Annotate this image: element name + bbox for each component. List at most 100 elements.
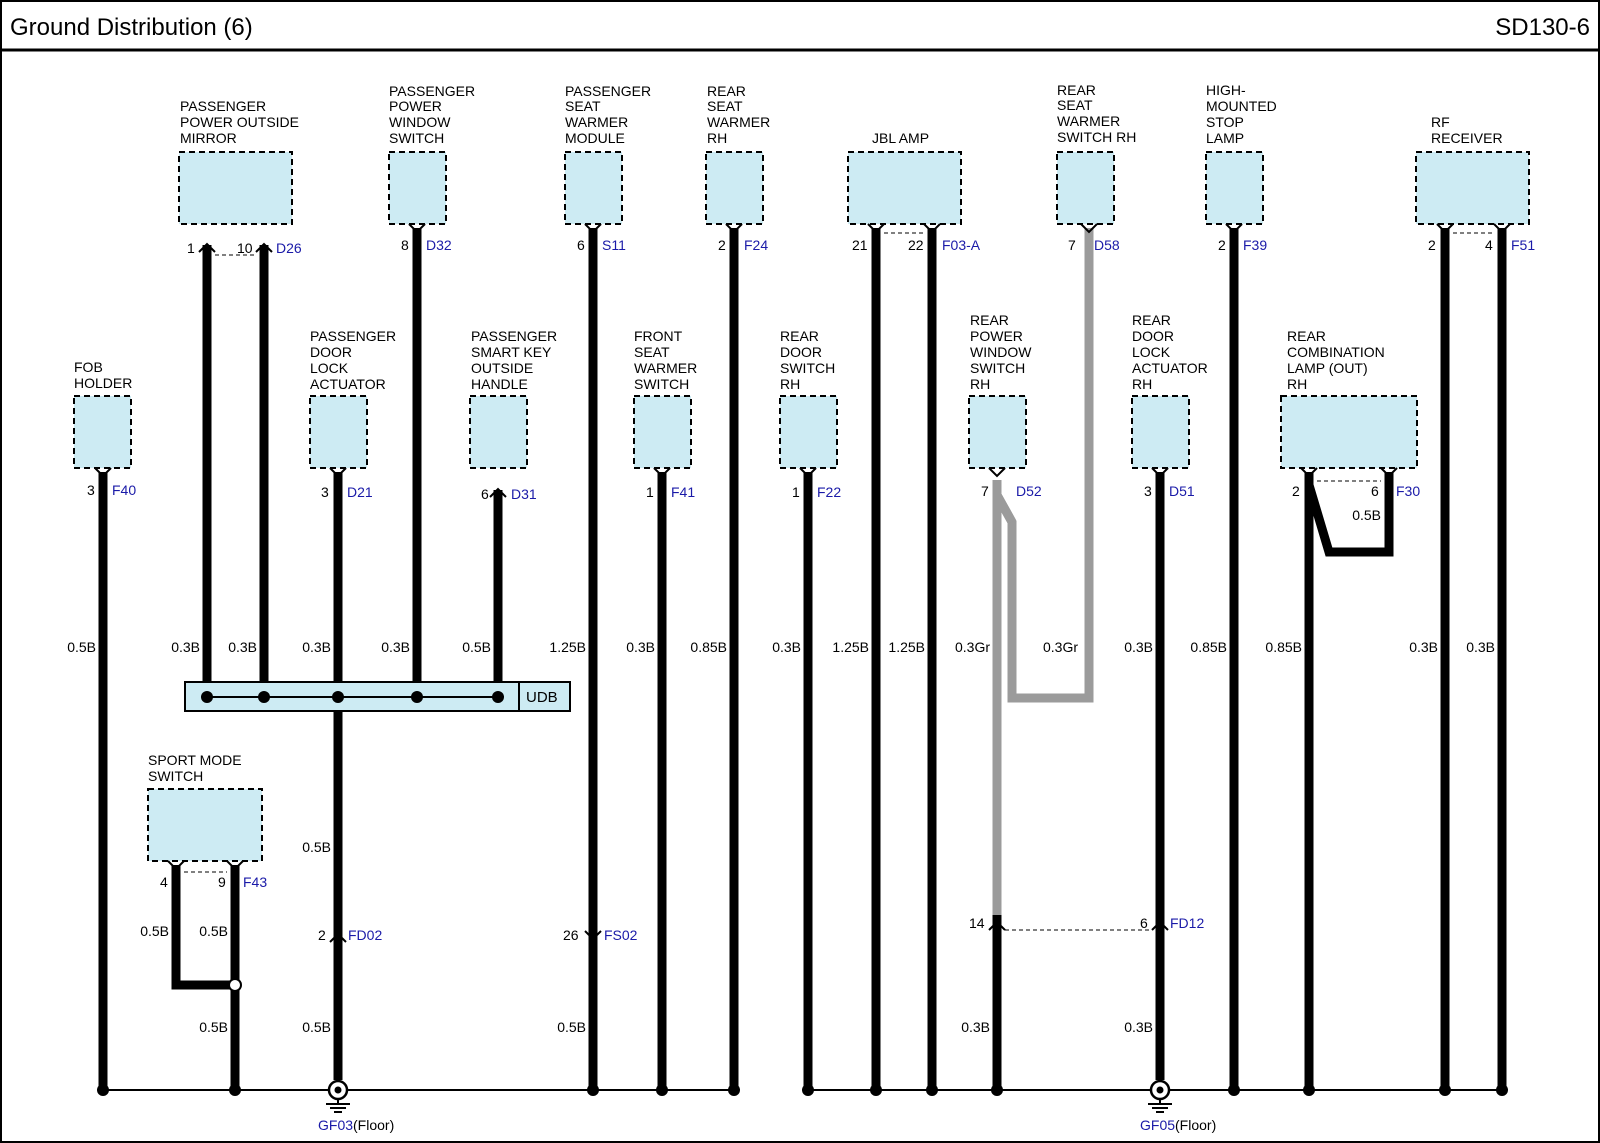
terminal-s11-6 — [584, 223, 602, 234]
label-line: SEAT — [707, 98, 743, 114]
label-line: SWITCH — [148, 768, 203, 784]
bus-node — [870, 1084, 882, 1096]
label-line: STOP — [1206, 114, 1244, 130]
pin-number: 2 — [1292, 483, 1300, 499]
bus-node — [1496, 1084, 1508, 1096]
splice-sport-mode — [228, 978, 242, 992]
label-rear-seat-warmer-rh: REAR SEAT WARMER RH — [707, 83, 774, 146]
box-rf-receiver — [1415, 151, 1530, 225]
terminal-f24-2 — [725, 223, 743, 234]
label-line: OUTSIDE — [471, 360, 533, 376]
label-line: HIGH- — [1206, 82, 1246, 98]
label-line: LOCK — [310, 360, 349, 376]
label-sport-mode-switch: SPORT MODE SWITCH — [148, 752, 246, 784]
terminal-d58-7 — [1080, 223, 1098, 234]
ground-id: GF03 — [318, 1117, 353, 1133]
connector-id: S11 — [602, 237, 626, 253]
wire-label: 0.85B — [1190, 639, 1227, 655]
label-rear-door-switch-rh: REAR DOOR SWITCH RH — [780, 328, 839, 392]
label-line: DOOR — [310, 344, 352, 360]
ground-id: GF05 — [1140, 1117, 1175, 1133]
wire-label: 0.85B — [1265, 639, 1302, 655]
box-passenger-seat-warmer-module — [564, 151, 623, 225]
udb-node-3 — [332, 691, 344, 703]
ground-label-gf05: GF05(Floor) — [1140, 1117, 1216, 1133]
wire-label: 0.3B — [1124, 639, 1153, 655]
pin-number: 21 — [852, 237, 868, 253]
pin-number: 6 — [481, 486, 489, 502]
ground-point-core — [1156, 1086, 1164, 1094]
label-line: MIRROR — [180, 130, 237, 146]
wire-label: 0.5B — [199, 923, 228, 939]
wires — [98, 228, 1507, 1090]
terminal-f43-9 — [226, 860, 244, 871]
connector-ties — [184, 232, 1494, 931]
label-line: WARMER — [707, 114, 770, 130]
label-front-seat-warmer-switch: FRONT SEAT WARMER SWITCH — [634, 328, 701, 392]
connector-id: F03-A — [942, 237, 981, 253]
bus-node — [802, 1084, 814, 1096]
terminal-f30-2 — [1300, 467, 1318, 478]
label-line: LAMP (OUT) — [1287, 360, 1368, 376]
box-passenger-door-lock-actuator — [309, 395, 368, 469]
label-passenger-power-outside-mirror: PASSENGER POWER OUTSIDE MIRROR — [180, 98, 303, 146]
label-line: PASSENGER — [180, 98, 266, 114]
terminal-f40-3 — [94, 467, 112, 478]
box-jbl-amp — [847, 151, 962, 225]
udb-node-5 — [492, 691, 504, 703]
connector-id: D58 — [1094, 237, 1120, 253]
ground-bus-nodes — [97, 1084, 1508, 1096]
pin-number: 2 — [318, 927, 326, 943]
label-jbl-amp: JBL AMP — [872, 130, 929, 146]
connector-id: D26 — [276, 240, 302, 256]
connector-id: D52 — [1016, 483, 1042, 499]
label-line: PASSENGER — [310, 328, 396, 344]
label-line: RH — [970, 376, 990, 392]
connector-id: FD12 — [1170, 915, 1204, 931]
label-line: RH — [1132, 376, 1152, 392]
pin-number: 3 — [87, 482, 95, 498]
label-line: JBL AMP — [872, 130, 929, 146]
label-rf-receiver: RF RECEIVER — [1431, 114, 1503, 146]
connector-id: FD02 — [348, 927, 382, 943]
udb-label-box — [518, 681, 571, 712]
pin-number: 22 — [908, 237, 924, 253]
pin-number: 1 — [792, 484, 800, 500]
wire-label: 0.85B — [690, 639, 727, 655]
label-rear-seat-warmer-switch-rh: REAR SEAT WARMER SWITCH RH — [1057, 82, 1136, 145]
label-line: COMBINATION — [1287, 344, 1385, 360]
connector-id: FS02 — [604, 927, 638, 943]
terminal-d21-3 — [329, 467, 347, 478]
box-rear-seat-warmer-switch-rh — [1056, 151, 1115, 225]
page-code: SD130-6 — [1495, 14, 1590, 41]
ground-label-gf03: GF03(Floor) — [318, 1117, 394, 1133]
connector-id: F40 — [112, 482, 136, 498]
label-line: REAR — [1132, 312, 1171, 328]
wire-label: 1.25B — [888, 639, 925, 655]
pin-number: 6 — [1371, 483, 1379, 499]
box-fob-holder — [73, 395, 132, 469]
label-line: REAR — [1057, 82, 1096, 98]
bus-node — [1228, 1084, 1240, 1096]
connector-id: F41 — [671, 484, 695, 500]
label-line: SWITCH — [634, 376, 689, 392]
label-line: WINDOW — [970, 344, 1032, 360]
ground-location: (Floor) — [353, 1117, 394, 1133]
udb-node-2 — [258, 691, 270, 703]
pin-number: 3 — [1144, 483, 1152, 499]
label-line: WINDOW — [389, 114, 451, 130]
page-title: Ground Distribution (6) — [10, 14, 253, 41]
terminal-fd12-6 — [1151, 920, 1169, 931]
pin-number: 3 — [321, 484, 329, 500]
pin-terminals — [94, 223, 1511, 943]
box-passenger-power-window-switch — [388, 151, 447, 225]
wire-label: 1.25B — [832, 639, 869, 655]
wire-label: 0.3B — [626, 639, 655, 655]
terminal-f03a-22 — [923, 223, 941, 234]
label-line: RH — [1287, 376, 1307, 392]
box-rear-seat-warmer-rh — [705, 151, 764, 225]
wire-label: 0.3B — [772, 639, 801, 655]
label-line: RF — [1431, 114, 1450, 130]
wire-label: 0.3B — [302, 639, 331, 655]
connector-labels: 1 10 D26 8 D32 6 S11 2 F24 21 22 F03-A 7… — [87, 237, 1535, 943]
